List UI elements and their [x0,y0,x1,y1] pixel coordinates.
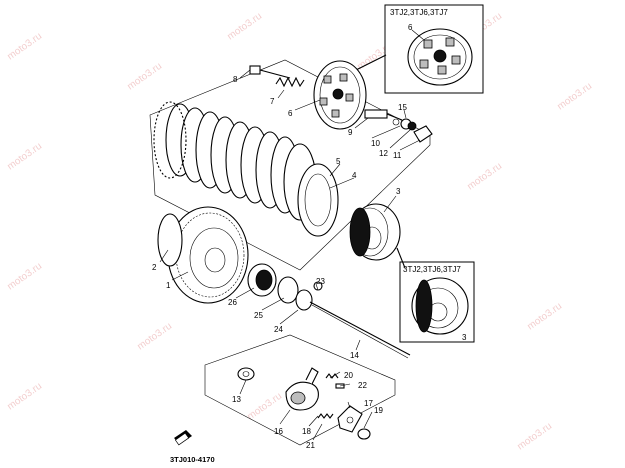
callout-19: 19 [374,406,383,415]
inset-top-pressure-plate: 3TJ2,3TJ6,3TJ7 6 [384,4,484,94]
callout-5: 5 [336,157,341,166]
svg-text:moto3.ru: moto3.ru [125,61,164,93]
callout-2: 2 [152,263,157,272]
svg-text:moto3.ru: moto3.ru [515,421,554,453]
callout-leaders [159,69,421,441]
callout-6: 6 [288,109,293,118]
push-rod-14 [309,301,411,356]
svg-text:moto3.ru: moto3.ru [555,81,594,113]
callout-14: 14 [350,351,359,360]
bolt-19 [357,428,371,440]
release-lever-16 [285,367,319,411]
release-mechanism-frame [204,334,396,446]
callout-24: 24 [274,325,283,334]
callout-21: 21 [306,441,315,450]
callout-15: 15 [398,103,407,112]
callout-9: 9 [348,128,353,137]
callout-23: 23 [316,277,325,286]
callout-3: 3 [396,187,401,196]
clutch-boss-3 [349,203,401,261]
bolt-8 [249,65,291,79]
svg-text:moto3.ru: moto3.ru [5,381,44,413]
callout-18: 18 [302,427,311,436]
plate-stack-frame [149,59,431,271]
friction-plate-4 [297,163,339,237]
callout-22: 22 [358,381,367,390]
diagram-code: 3TJ010-4170 [170,455,215,464]
clutch-plate-stack [153,101,339,237]
callout-13: 13 [232,395,241,404]
callout-4: 4 [352,171,357,180]
callout-7: 7 [270,97,275,106]
callout-26: 26 [228,298,237,307]
inset-top-variant-label: 3TJ2,3TJ6,3TJ7 [390,8,448,17]
thrust-washer-2 [157,213,183,267]
callout-12: 12 [379,149,388,158]
inset-top-callout: 6 [408,23,413,32]
callout-25: 25 [254,311,263,320]
svg-text:moto3.ru: moto3.ru [225,11,264,43]
svg-text:moto3.ru: moto3.ru [465,161,504,193]
spring-7 [275,76,305,88]
svg-text:moto3.ru: moto3.ru [245,391,284,423]
pump-gear-26 [247,263,277,297]
clutch-housing-1 [157,206,249,304]
svg-text:moto3.ru: moto3.ru [5,141,44,173]
push-rod-assembly [364,109,433,143]
oil-seal-13 [237,367,255,381]
callout-17: 17 [364,399,373,408]
svg-text:moto3.ru: moto3.ru [5,261,44,293]
adjuster-17-21 [317,405,371,440]
callout-16: 16 [274,427,283,436]
front-arrow-icon [174,430,192,446]
pressure-plate-6 [313,60,367,130]
callout-8: 8 [233,75,238,84]
callout-11: 11 [393,151,402,160]
inset-bottom-variant-label: 3TJ2,3TJ6,3TJ7 [403,265,461,274]
callout-1: 1 [166,281,171,290]
svg-text:moto3.ru: moto3.ru [525,301,564,333]
inset-bottom-clutch-boss: 3TJ2,3TJ6,3TJ7 3 [399,261,475,343]
callout-numbers: 8 7 6 9 10 12 15 11 5 4 3 2 1 26 25 24 2… [152,75,407,450]
callout-10: 10 [371,139,380,148]
callout-20: 20 [344,371,353,380]
svg-text:moto3.ru: moto3.ru [135,321,174,353]
inset-bottom-leader [396,247,406,269]
svg-text:moto3.ru: moto3.ru [5,31,44,63]
inset-bottom-callout: 3 [462,333,467,342]
